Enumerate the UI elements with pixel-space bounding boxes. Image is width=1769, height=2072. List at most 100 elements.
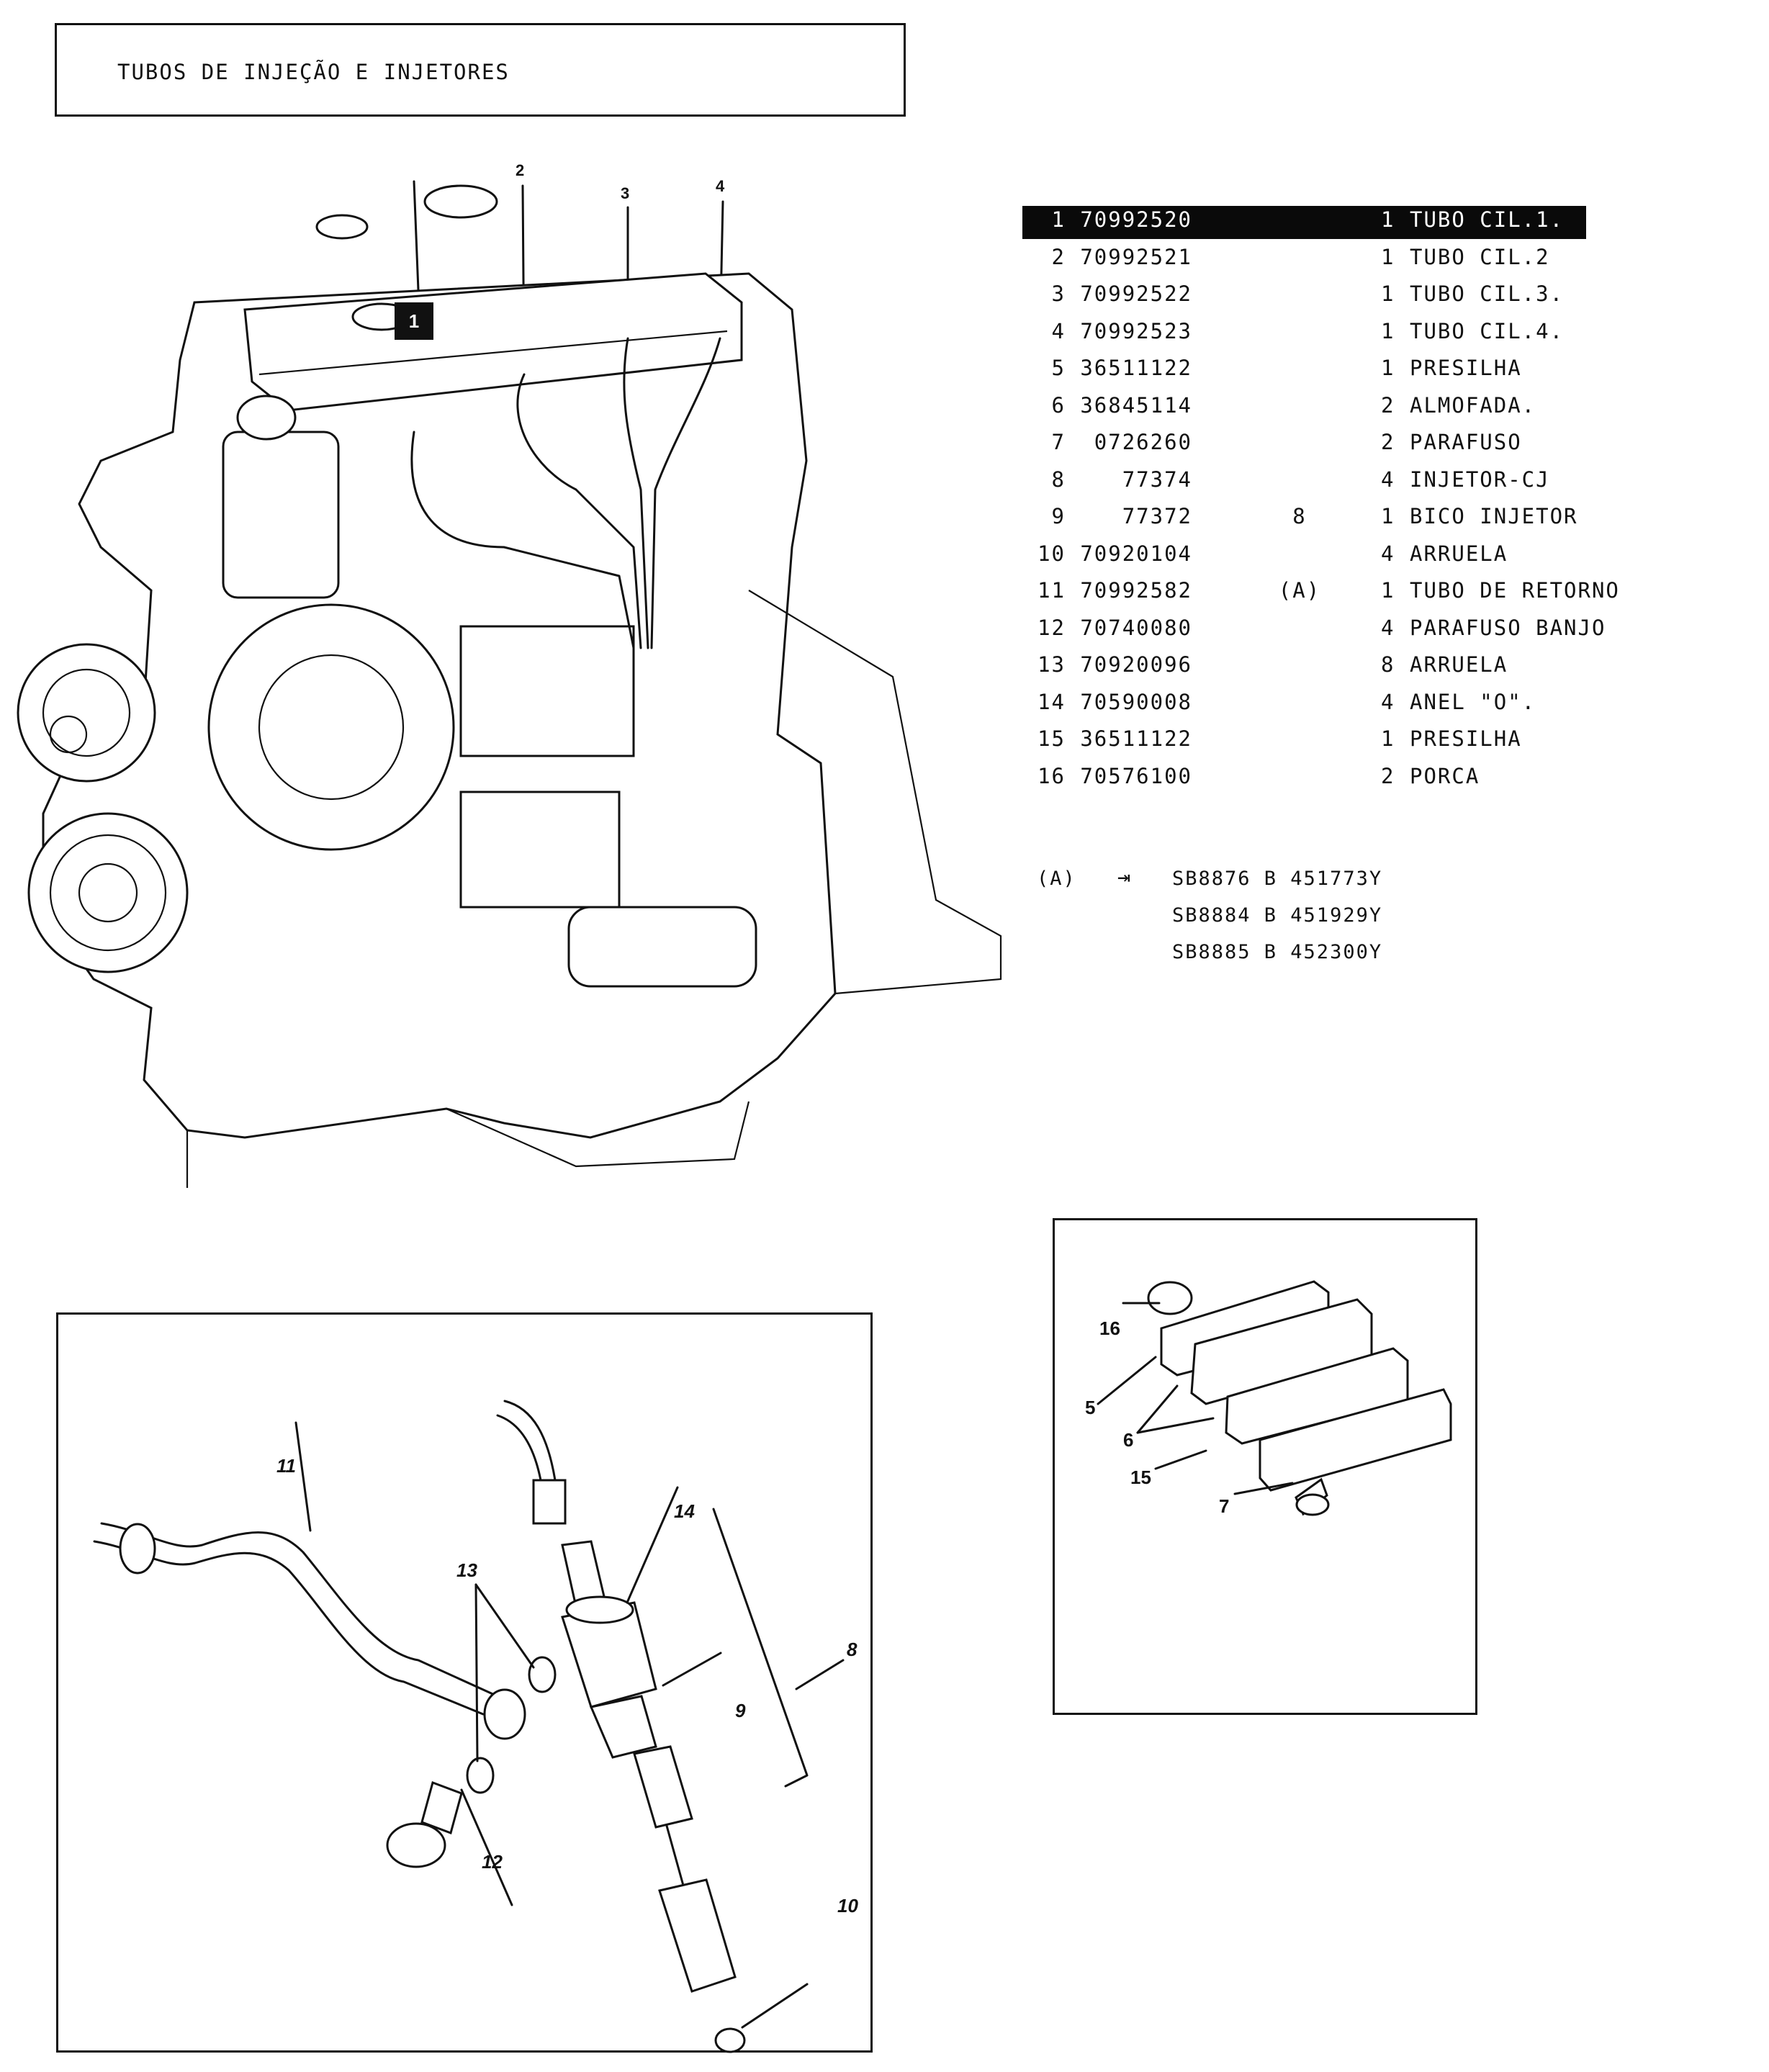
page-title: TUBOS DE INJEÇÃO E INJETORES (117, 60, 510, 84)
description: PRESILHA (1410, 356, 1522, 380)
part-number: 0726260 (1094, 430, 1192, 454)
injector-pipe-1 (410, 431, 635, 649)
part-number: 77374 (1122, 467, 1192, 492)
callout-11: 11 (276, 1455, 296, 1477)
description: TUBO CIL.2 (1410, 244, 1550, 269)
quantity: 8 (1381, 652, 1395, 677)
item-number: 15 (1037, 726, 1066, 751)
note-code: SB8885 B 452300Y (1172, 941, 1383, 963)
injector-illustration (93, 1400, 845, 2053)
callout-6: 6 (1123, 1429, 1134, 1451)
part-number: 77372 (1122, 504, 1192, 528)
quantity: 1 (1381, 578, 1395, 603)
parts-row: 8 77374 4 INJETOR-CJ (1022, 463, 1670, 500)
callout-12: 12 (482, 1851, 503, 1873)
banjo-end-1 (119, 1523, 156, 1575)
nut-16 (1147, 1281, 1193, 1315)
item-number: 3 (1051, 281, 1066, 306)
callout-13: 13 (456, 1559, 477, 1581)
leader-7 (1233, 1482, 1294, 1495)
callout-16: 16 (1099, 1317, 1120, 1339)
description: PORCA (1410, 763, 1480, 788)
parts-row: 15 36511122 1 PRESILHA (1022, 722, 1670, 760)
callout-15: 15 (1130, 1467, 1151, 1488)
item-number: 10 (1037, 541, 1066, 566)
callout-4: 4 (716, 177, 725, 195)
description: BICO INJETOR (1410, 504, 1578, 528)
description: INJETOR-CJ (1410, 467, 1550, 492)
leader-13a (474, 1583, 535, 1669)
clamp-15 (1259, 1388, 1452, 1492)
banjo-bolt (420, 1781, 463, 1834)
part-number: 70992520 (1080, 207, 1192, 232)
injector-pipe-3 (623, 337, 649, 649)
item-number: 7 (1051, 430, 1066, 454)
leader-5 (1097, 1356, 1157, 1405)
return-pipe (100, 1522, 499, 1698)
banjo-bolt-head (386, 1822, 446, 1868)
callout-5: 5 (1085, 1397, 1096, 1418)
nozzle (633, 1745, 693, 1829)
washer-10 (714, 2027, 746, 2053)
item-number: 6 (1051, 392, 1066, 418)
item-number: 11 (1037, 578, 1066, 603)
bracket-8 (712, 1508, 809, 1788)
fuel-pipe (503, 1400, 557, 1482)
o-ring (565, 1595, 634, 1624)
part-number: 70590008 (1080, 689, 1192, 714)
reference: 8 (1292, 504, 1307, 528)
description: ALMOFADA. (1410, 392, 1536, 418)
leader-6b (1136, 1417, 1215, 1434)
quantity: 4 (1381, 467, 1395, 492)
description: PRESILHA (1410, 726, 1522, 751)
injector-exploded-panel: 11 13 14 8 9 12 10 (56, 1312, 873, 2053)
item-number: 8 (1051, 467, 1066, 492)
pipe-clamp-panel: 16 5 6 15 7 (1053, 1218, 1477, 1715)
engine-diagram: 1 2 3 4 (0, 144, 1008, 1188)
leader-6a (1136, 1384, 1179, 1434)
callout-8: 8 (847, 1639, 858, 1660)
breather-cap (423, 184, 498, 219)
washer-13a (528, 1656, 557, 1693)
flywheel-housing (748, 590, 1002, 995)
quantity: 2 (1381, 392, 1395, 418)
note-code: SB8884 B 451929Y (1172, 904, 1383, 927)
quantity: 1 (1381, 318, 1395, 343)
quantity: 1 (1381, 356, 1395, 380)
injector-pipe-4 (650, 337, 721, 649)
quantity: 4 (1381, 541, 1395, 566)
bolt-7-head (1295, 1493, 1330, 1516)
description: ANEL "O". (1410, 689, 1536, 714)
quantity: 1 (1381, 281, 1395, 306)
pump-base (459, 790, 621, 909)
part-number: 36511122 (1080, 726, 1192, 751)
description: ARRUELA (1410, 541, 1508, 566)
item-number: 2 (1051, 244, 1066, 269)
description: PARAFUSO BANJO (1410, 615, 1606, 640)
quantity: 1 (1381, 207, 1395, 232)
reference: (A) (1278, 578, 1321, 603)
part-number: 70992521 (1080, 244, 1192, 269)
part-number: 70576100 (1080, 763, 1192, 788)
item-number: 5 (1051, 356, 1066, 380)
part-number: 70992522 (1080, 281, 1192, 306)
leader-12 (460, 1788, 513, 1906)
part-number: 70740080 (1080, 615, 1192, 640)
part-number: 70992523 (1080, 318, 1192, 343)
item-number: 13 (1037, 652, 1066, 677)
note-code: SB8876 B 451773Y (1172, 868, 1383, 890)
description: TUBO DE RETORNO (1410, 578, 1620, 603)
callout-1-highlighted: 1 (395, 302, 433, 340)
item-number: 12 (1037, 615, 1066, 640)
quantity: 1 (1381, 726, 1395, 751)
